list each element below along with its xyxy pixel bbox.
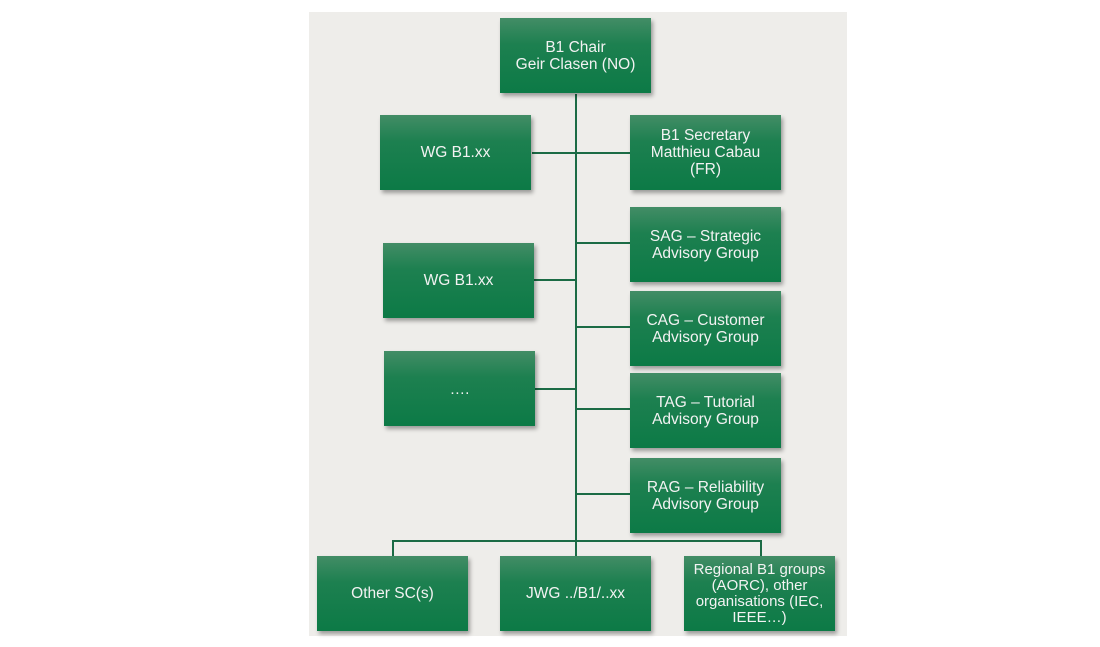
node-b1-secretary: B1 Secretary Matthieu Cabau (FR)	[630, 115, 781, 190]
node-other-sc: Other SC(s)	[317, 556, 468, 631]
node-b1-chair: B1 Chair Geir Clasen (NO)	[500, 18, 651, 93]
node-regional-groups: Regional B1 groups (AORC), other organis…	[684, 556, 835, 631]
connector-sag	[576, 242, 630, 244]
connector-tag	[576, 408, 630, 410]
connector-regional	[760, 540, 762, 556]
node-tag: TAG – Tutorial Advisory Group	[630, 373, 781, 448]
connector-wg-1	[532, 152, 576, 154]
connector-wg-2	[534, 279, 576, 281]
connector-cag	[576, 326, 630, 328]
bottom-bus-line	[392, 540, 762, 542]
node-wg-b1-2: WG B1.xx	[383, 243, 534, 318]
node-cag: CAG – Customer Advisory Group	[630, 291, 781, 366]
trunk-line	[575, 94, 577, 556]
node-wg-b1-1: WG B1.xx	[380, 115, 531, 190]
connector-secretary	[576, 152, 630, 154]
node-more-wgs: ….	[384, 351, 535, 426]
node-jwg: JWG ../B1/..xx	[500, 556, 651, 631]
connector-other-sc	[392, 540, 394, 556]
node-rag: RAG – Reliability Advisory Group	[630, 458, 781, 533]
connector-wg-more	[535, 388, 576, 390]
connector-rag	[576, 493, 630, 495]
node-sag: SAG – Strategic Advisory Group	[630, 207, 781, 282]
